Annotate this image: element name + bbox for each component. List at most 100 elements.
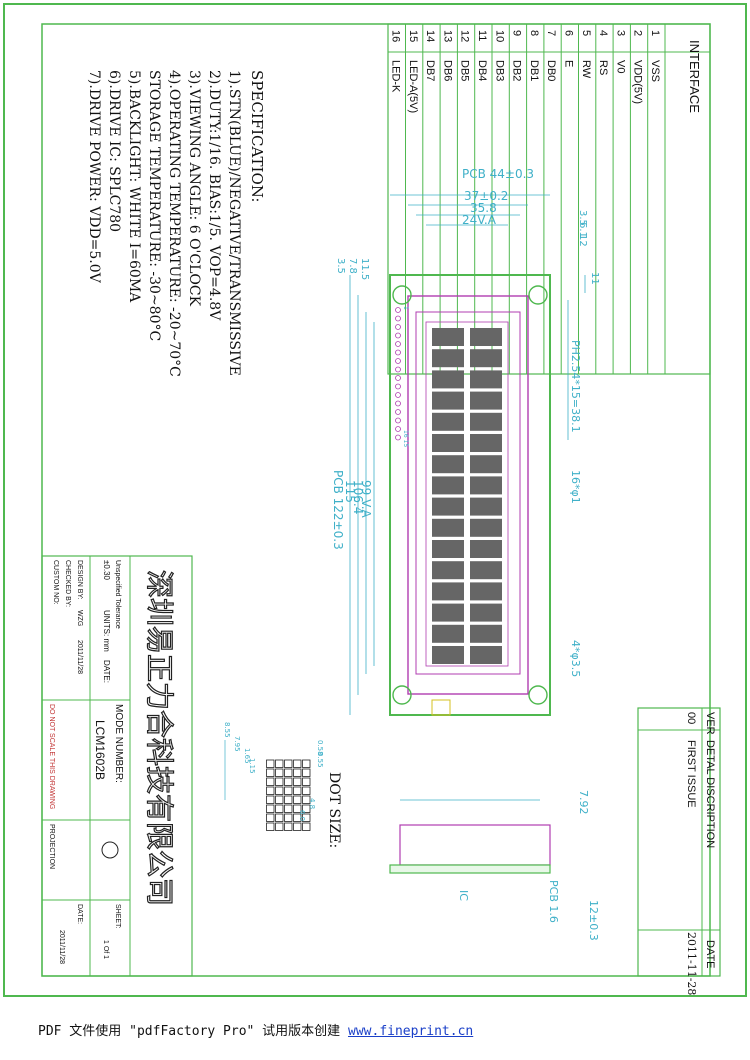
dot-cell xyxy=(266,777,275,786)
pin-number: 16 xyxy=(390,30,402,42)
side-dim-ic: IC xyxy=(457,890,470,901)
dot-cell xyxy=(284,813,293,822)
revision-table: VER DETAL DISCRIPTION DATE 00 FIRST ISSU… xyxy=(637,707,721,995)
pin-hole xyxy=(395,375,401,381)
pin-number: 11 xyxy=(476,30,488,41)
spec-item: 1).STN(BLUE)/NEGATIVE/TRANSMISSIVE xyxy=(226,70,242,376)
pin-number: 13 xyxy=(441,30,453,42)
rev-date: 2011-11-28 xyxy=(685,932,698,995)
side-pcb xyxy=(389,864,551,874)
char-cell xyxy=(432,582,464,601)
char-cell xyxy=(432,455,464,474)
pin-name: DB2 xyxy=(511,60,523,81)
char-cell xyxy=(432,603,464,622)
pin-name: DB1 xyxy=(528,60,540,81)
dot-cell xyxy=(266,786,275,795)
rev-header-ver: VER xyxy=(704,712,716,735)
dim-99va: 99 V.A xyxy=(359,480,373,519)
char-cell xyxy=(432,476,464,495)
dim-pin-hole: 16*φ1 xyxy=(569,470,582,504)
spec-item: 3).VIEWING ANGLE: 6 O'CLOCK xyxy=(186,70,202,307)
pin-hole xyxy=(395,307,401,313)
char-cell xyxy=(470,624,502,643)
view-area xyxy=(415,311,521,675)
pin-name: DB0 xyxy=(545,60,557,81)
dim-pcb-length: PCB 122±0.3 xyxy=(331,470,345,550)
char-cell xyxy=(470,497,502,516)
dim-11: 11 xyxy=(589,272,600,285)
pin-name: DB3 xyxy=(493,60,505,81)
rev-header-date: DATE xyxy=(704,940,716,969)
dim-35a: 3.5 xyxy=(577,210,588,226)
pin-number: 9 xyxy=(511,30,523,36)
dim-115b: 11.5 xyxy=(359,258,370,280)
char-cell xyxy=(470,328,502,346)
tb-units: UNITS: mm xyxy=(102,610,111,652)
dot-cell xyxy=(284,822,293,831)
dot-cell xyxy=(266,804,275,813)
spec-item: 5).BACKLIGHT: WHITE I=60MA xyxy=(126,70,142,303)
dim-pcb-width: PCB 44±0.3 xyxy=(462,167,534,181)
dot-cell xyxy=(275,804,284,813)
dim-358: 35.8 xyxy=(470,201,497,215)
pin-number: 2 xyxy=(632,30,644,36)
pin-name: VDD(5V) xyxy=(632,60,644,104)
char-cell xyxy=(432,370,464,389)
char-cell xyxy=(432,349,464,368)
inner-border xyxy=(41,23,711,977)
tb-date-label: DATE: xyxy=(102,660,111,683)
pin-name: RS xyxy=(597,60,609,75)
interface-table: INTERFACE 1VSS2VDD(5V)3V04RS5RW6E7DB08DB… xyxy=(387,23,711,375)
footer-text: PDF 文件使用 "pdfFactory Pro" 试用版本创建 xyxy=(38,1024,349,1039)
dot-cell xyxy=(275,759,284,768)
pin-hole xyxy=(395,417,401,424)
spec-item: 7).DRIVE POWER: VDD=5.0V xyxy=(86,70,102,284)
pin-hole xyxy=(395,392,401,398)
rev-header-desc: DETAL DISCRIPTION xyxy=(704,740,716,848)
mount-hole-bl xyxy=(392,285,412,305)
dot-cell xyxy=(275,813,284,822)
tb-date2-label: DATE: xyxy=(76,904,83,924)
dot-cell xyxy=(302,822,311,831)
dot-cell xyxy=(284,777,293,786)
dot-cell xyxy=(302,786,311,795)
front-dim-labels: PCB 122±0.3 115 106.4 99 V.A PCB 44±0.3 … xyxy=(331,167,600,677)
outer-border xyxy=(3,3,747,997)
lcd-front-view: 1 16 15 xyxy=(389,274,551,716)
dim-mount-hole: 4*φ3.5 xyxy=(569,640,582,677)
dot-cell xyxy=(284,804,293,813)
dot-h3: 4.8 xyxy=(308,798,316,809)
dot-cell xyxy=(275,768,284,777)
interface-header: INTERFACE xyxy=(687,40,702,113)
char-cell xyxy=(432,518,464,537)
dot-cell xyxy=(293,777,302,786)
bezel-outline xyxy=(407,295,529,695)
tb-design-label: DESIGN BY: xyxy=(76,560,83,600)
tb-checked-label: CHECKED BY: xyxy=(64,560,71,607)
dot-cell xyxy=(284,795,293,804)
footer-link[interactable]: www.fineprint.cn xyxy=(348,1024,474,1039)
dot-w3: 1.65 xyxy=(243,748,251,764)
pin-hole xyxy=(395,341,401,347)
dot-cell xyxy=(293,786,302,795)
dim-61: 6.1 xyxy=(577,222,588,238)
rev-ver: 00 xyxy=(685,712,697,724)
tb-unspecified: Unspecified Tolerance xyxy=(114,560,121,629)
tb-date2-value: 2011/11/28 xyxy=(58,930,65,964)
pin-name: LED-A(5V) xyxy=(407,60,419,113)
dot-cell xyxy=(302,813,311,822)
pin-hole xyxy=(395,366,401,373)
dot-matrix xyxy=(266,759,311,831)
pin-hole xyxy=(395,324,401,330)
pin-hole xyxy=(395,409,401,415)
dot-cell xyxy=(266,795,275,804)
pin-header-holes xyxy=(395,307,401,441)
pin-number: 3 xyxy=(614,30,626,36)
dot-w1: 8.55 xyxy=(223,722,231,738)
dot-cell xyxy=(284,759,293,768)
char-cell xyxy=(470,646,502,664)
active-area xyxy=(425,321,509,667)
spec-item: 2).DUTY:1/16. BIAS:1/5. VOP=4.8V xyxy=(206,70,222,321)
char-cell xyxy=(432,434,464,452)
pin-hole xyxy=(395,315,401,322)
